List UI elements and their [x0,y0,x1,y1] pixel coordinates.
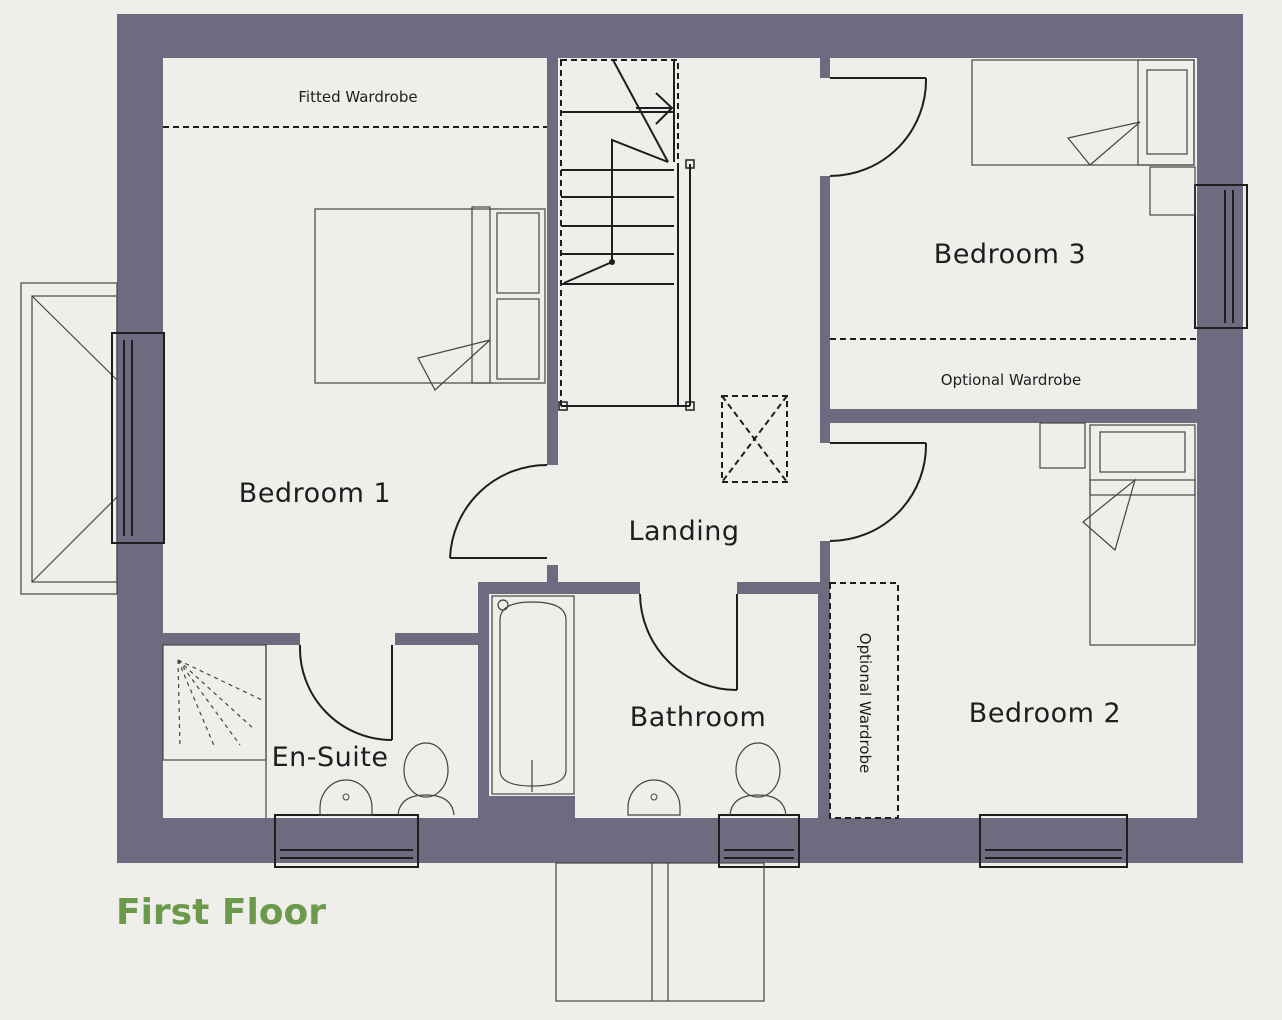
fitted-wardrobe-label: Fitted Wardrobe [298,88,417,106]
staircase [558,59,695,411]
ensuite-label: En-Suite [272,742,389,773]
bedroom3-furniture [830,59,1197,340]
loft-hatch [721,395,788,483]
double-bed [314,206,546,391]
optional-wardrobe-bed3-label: Optional Wardrobe [941,371,1081,389]
doors [298,77,928,741]
bathroom-label: Bathroom [630,702,767,733]
optional-wardrobe-bed2-label: Optional Wardrobe [856,633,874,773]
bathroom-fixtures [491,595,787,816]
ensuite-fixtures [162,644,455,818]
bedroom2-furniture [829,422,1196,819]
bedroom3-label: Bedroom 3 [934,239,1086,270]
window-bedroom3 [1194,184,1248,329]
bedroom2-label: Bedroom 2 [969,698,1121,729]
bay-window [20,282,165,595]
floor-title: First Floor [116,892,326,933]
porch-outline [555,862,765,1002]
bedroom1-label: Bedroom 1 [239,478,391,509]
landing-label: Landing [628,516,739,547]
walls [117,14,1243,863]
